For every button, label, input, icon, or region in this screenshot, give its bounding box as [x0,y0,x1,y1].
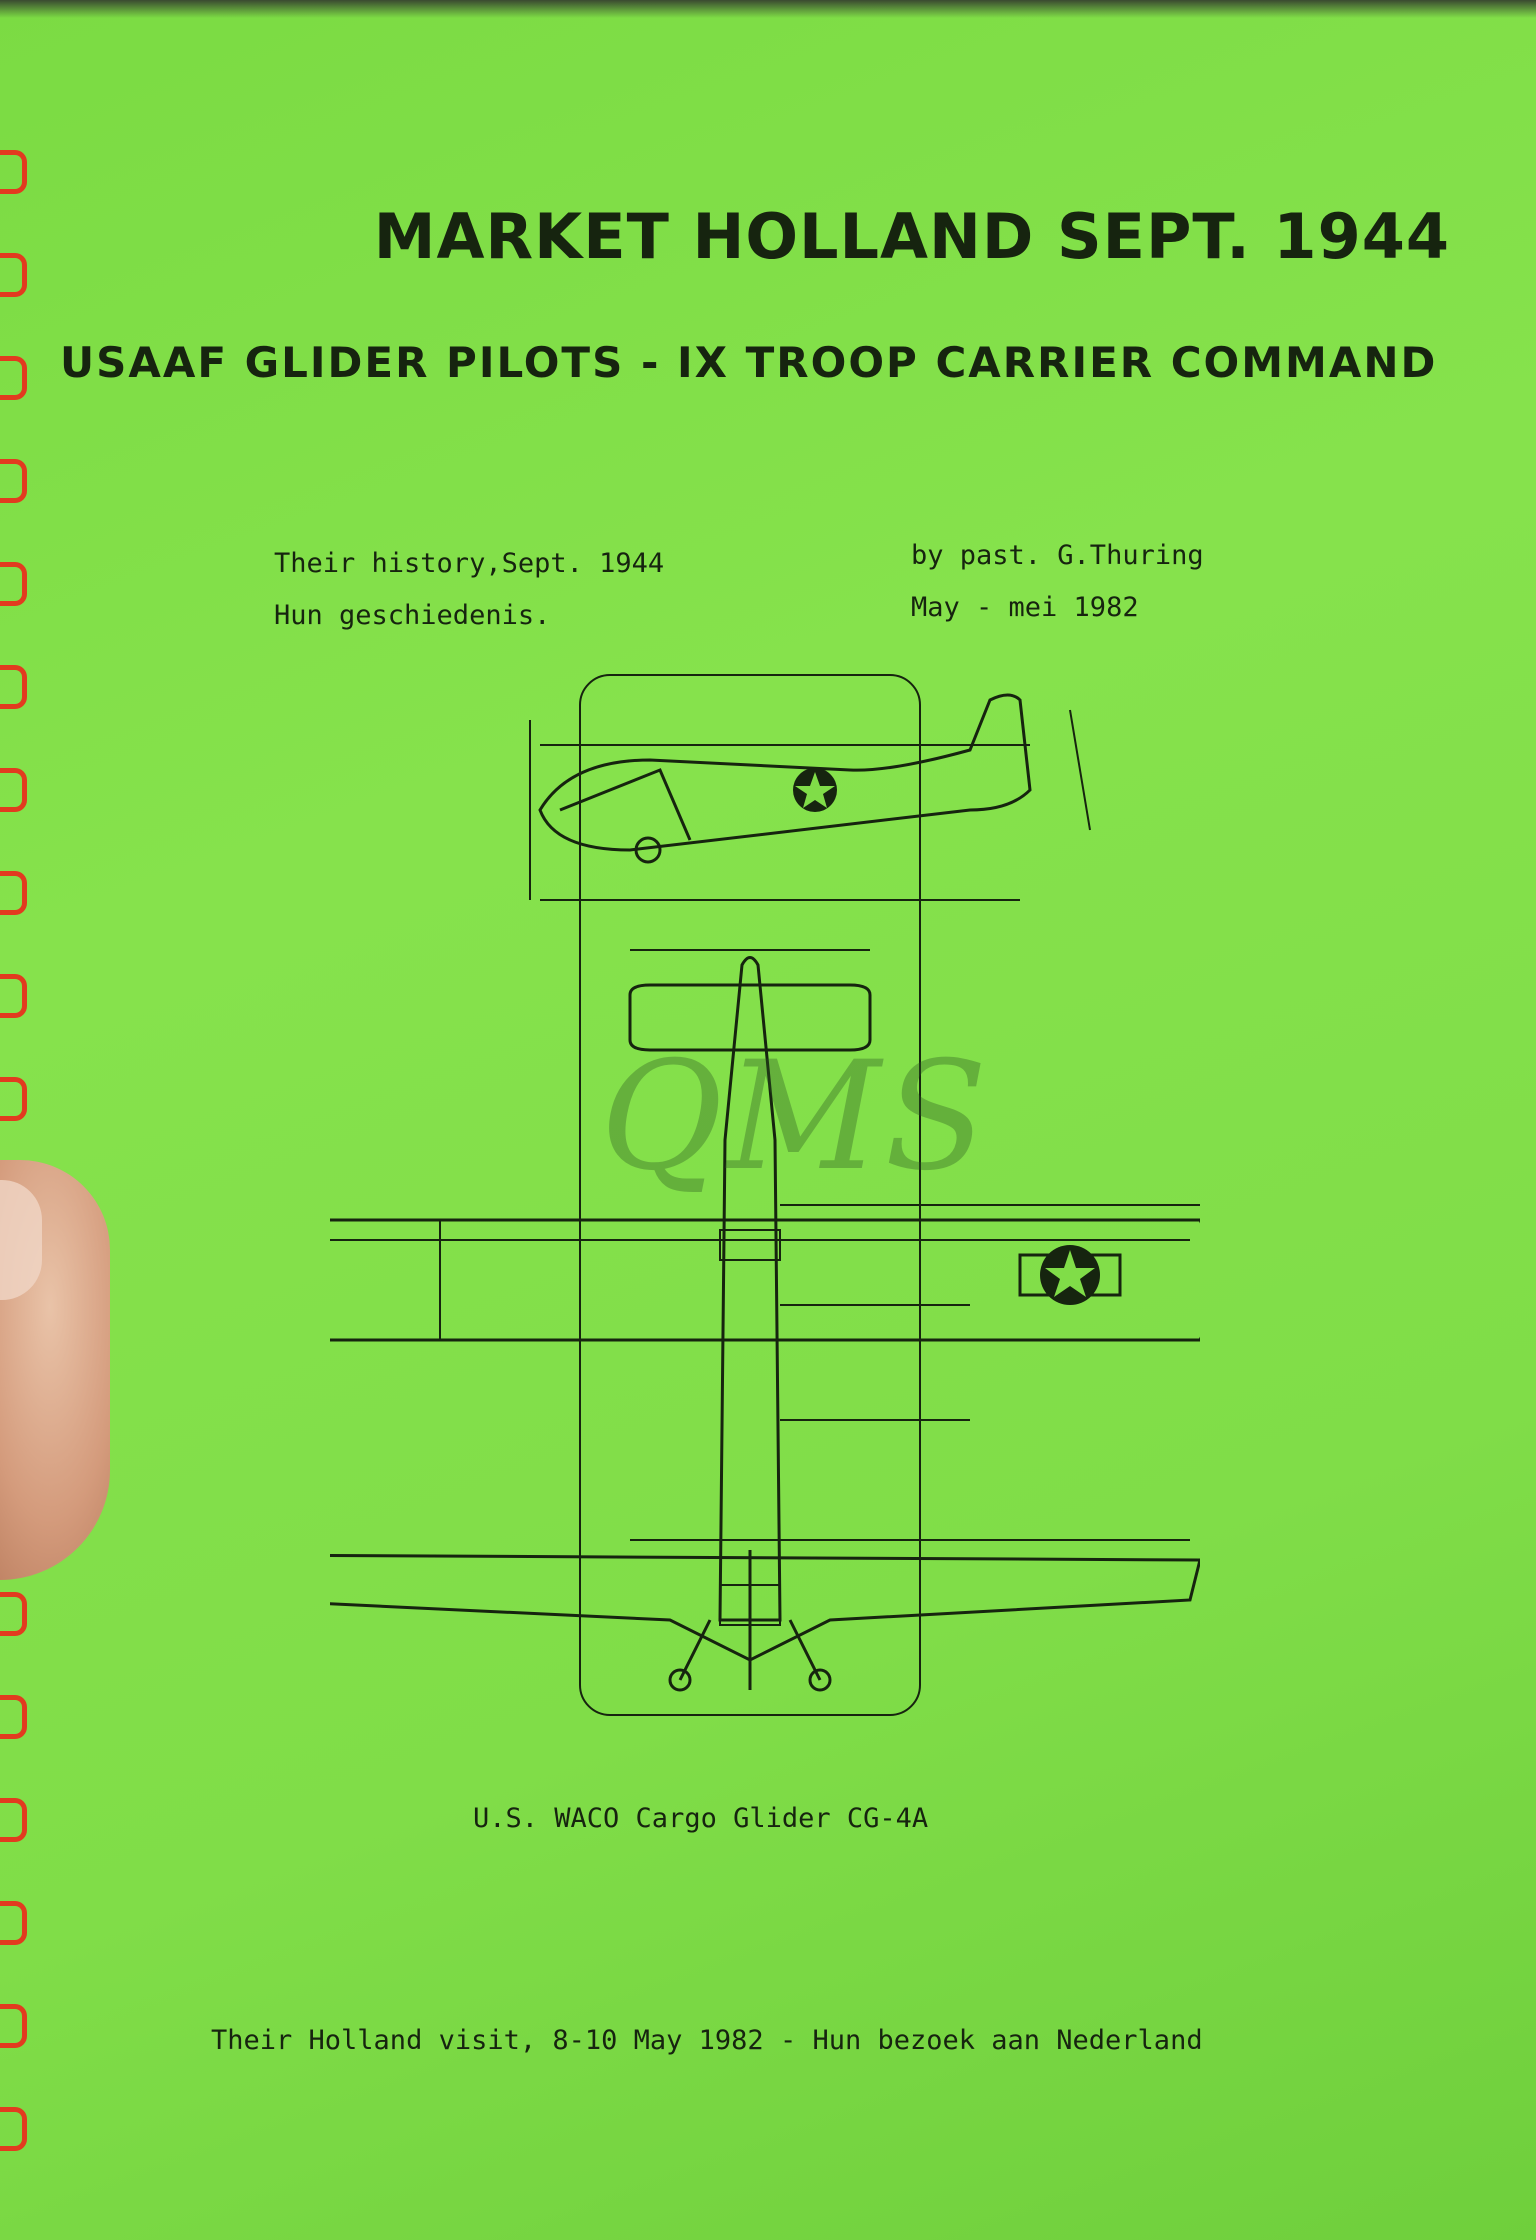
binding-ring [0,1901,27,1945]
binding-ring [0,356,27,400]
glider-three-view-drawing-icon [330,674,1200,1716]
binding-ring [0,768,27,812]
top-shadow [0,0,1536,18]
binding-ring [0,459,27,503]
history-dutch: Hun geschiedenis. [274,600,551,631]
cover-title: MARKET HOLLAND SEPT. 1944 [373,200,1450,273]
binding-ring [0,562,27,606]
thumbnail [0,1180,42,1300]
binding-ring [0,665,27,709]
qms-watermark: QMS [600,1030,992,1204]
us-star-roundel-icon [793,768,1122,1305]
binding-ring [0,1592,27,1636]
cover-subtitle: USAAF GLIDER PILOTS - IX TROOP CARRIER C… [60,338,1438,387]
binding-ring [0,1798,27,1842]
author-line: by past. G.Thuring [911,540,1204,571]
visit-footer: Their Holland visit, 8-10 May 1982 - Hun… [211,2025,1203,2056]
binding-ring [0,253,27,297]
binding-ring [0,1077,27,1121]
binding-ring [0,974,27,1018]
spiral-binding [0,0,30,2240]
binding-ring [0,871,27,915]
binding-ring [0,2107,27,2151]
binding-ring [0,150,27,194]
binding-ring [0,1695,27,1739]
binding-ring [0,2004,27,2048]
history-english: Their history,Sept. 1944 [274,548,665,579]
drawing-caption: U.S. WACO Cargo Glider CG-4A [473,1803,929,1834]
date-line: May - mei 1982 [911,592,1139,623]
